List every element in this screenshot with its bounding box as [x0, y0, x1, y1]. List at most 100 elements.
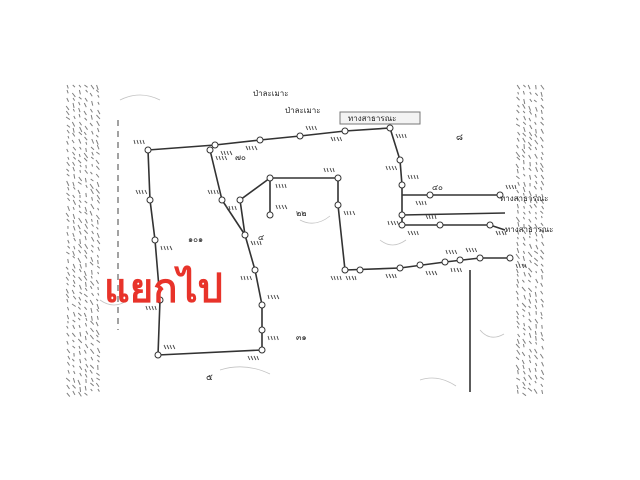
margin-glyph: [523, 115, 527, 121]
margin-glyph: [523, 370, 526, 375]
margin-glyph: [91, 244, 94, 248]
margin-glyph: [90, 382, 95, 387]
margin-glyph: [66, 140, 69, 145]
margin-glyph: [539, 228, 544, 234]
margin-glyph: [516, 303, 519, 308]
annotation-glyph: [144, 189, 148, 195]
annotation-glyph: [270, 294, 274, 300]
margin-glyph: [515, 123, 521, 127]
margin-glyph: [533, 388, 538, 394]
margin-glyph: [79, 291, 83, 295]
margin-glyph: [65, 105, 70, 111]
margin-glyph: [540, 84, 545, 90]
margin-glyph: [516, 189, 520, 194]
annotation-glyph: [278, 204, 281, 210]
annotation-glyph: [166, 245, 169, 251]
annotation-glyph: [160, 245, 163, 251]
margin-glyph: [540, 311, 543, 316]
margin-glyph: [72, 151, 76, 156]
margin-glyph: [541, 303, 544, 308]
survey-point: [356, 266, 364, 274]
margin-glyph: [72, 219, 75, 224]
margin-glyph: [534, 139, 539, 145]
margin-glyph: [522, 338, 526, 344]
margin-glyph: [528, 272, 532, 278]
margin-glyph: [89, 364, 95, 369]
margin-glyph: [522, 216, 525, 220]
margin-glyph: [515, 253, 520, 260]
margin-glyph: [540, 180, 545, 186]
margin-glyph: [96, 89, 99, 93]
margin-glyph: [84, 206, 88, 212]
margin-glyph: [540, 282, 544, 287]
margin-glyph: [516, 241, 519, 247]
annotation-glyph: [445, 249, 448, 255]
margin-glyph: [96, 339, 101, 343]
annotation-glyph: [253, 240, 256, 246]
margin-glyph: [84, 392, 88, 396]
annotation-glyph: [501, 230, 505, 236]
margin-glyph: [516, 96, 520, 101]
margin-glyph: [89, 261, 94, 266]
margin-glyph: [515, 117, 519, 121]
right-margin-text: [515, 84, 545, 397]
margin-glyph: [522, 308, 526, 312]
margin-glyph: [517, 181, 520, 186]
annotation-glyph: [213, 189, 216, 195]
margin-glyph: [78, 324, 81, 329]
margin-glyph: [528, 305, 531, 309]
margin-glyph: [77, 257, 82, 264]
margin-glyph: [79, 238, 81, 244]
annotation-glyph: [391, 273, 395, 279]
margin-glyph: [96, 194, 101, 200]
margin-glyph: [541, 241, 545, 247]
margin-glyph: [71, 268, 76, 273]
margin-glyph: [65, 293, 70, 299]
survey-point: [386, 124, 394, 132]
margin-glyph: [528, 374, 532, 380]
annotation-glyph: [456, 267, 460, 273]
margin-glyph: [83, 293, 88, 298]
margin-glyph: [65, 212, 70, 217]
margin-glyph: [522, 121, 527, 126]
survey-point: [334, 174, 342, 182]
margin-glyph: [96, 226, 99, 230]
margin-glyph: [527, 251, 533, 258]
annotation-glyph: [250, 355, 254, 361]
margin-glyph: [535, 278, 539, 284]
margin-glyph: [521, 351, 526, 357]
annotation-glyph: [398, 133, 402, 139]
margin-glyph: [523, 294, 526, 300]
margin-glyph: [540, 268, 544, 274]
margin-glyph: [517, 333, 521, 338]
margin-glyph: [528, 298, 532, 304]
annotation-glyph: [434, 214, 437, 220]
annotation-glyph: [504, 230, 507, 236]
annotation-glyph: [428, 214, 431, 220]
margin-glyph: [91, 269, 93, 275]
margin-glyph: [522, 236, 526, 241]
margin-glyph: [529, 259, 532, 264]
annotation-glyph: [518, 263, 521, 269]
margin-glyph: [523, 200, 527, 204]
margin-glyph: [516, 283, 519, 288]
margin-glyph: [78, 131, 83, 136]
annotation-glyph: [401, 133, 404, 139]
annotation-glyph: [453, 267, 456, 273]
margin-glyph: [90, 280, 95, 286]
margin-glyph: [522, 250, 526, 254]
margin-glyph: [535, 161, 538, 165]
annotation-glyph: [259, 240, 262, 246]
margin-glyph: [541, 361, 544, 367]
margin-glyph: [83, 152, 89, 159]
margin-glyph: [72, 384, 76, 389]
margin-glyph: [72, 132, 76, 137]
margin-glyph: [65, 266, 69, 270]
margin-glyph: [517, 209, 519, 214]
margin-glyph: [521, 286, 526, 292]
margin-glyph: [541, 193, 544, 198]
margin-glyph: [78, 276, 83, 282]
annotation-glyph: [343, 210, 347, 216]
margin-glyph: [96, 354, 100, 358]
